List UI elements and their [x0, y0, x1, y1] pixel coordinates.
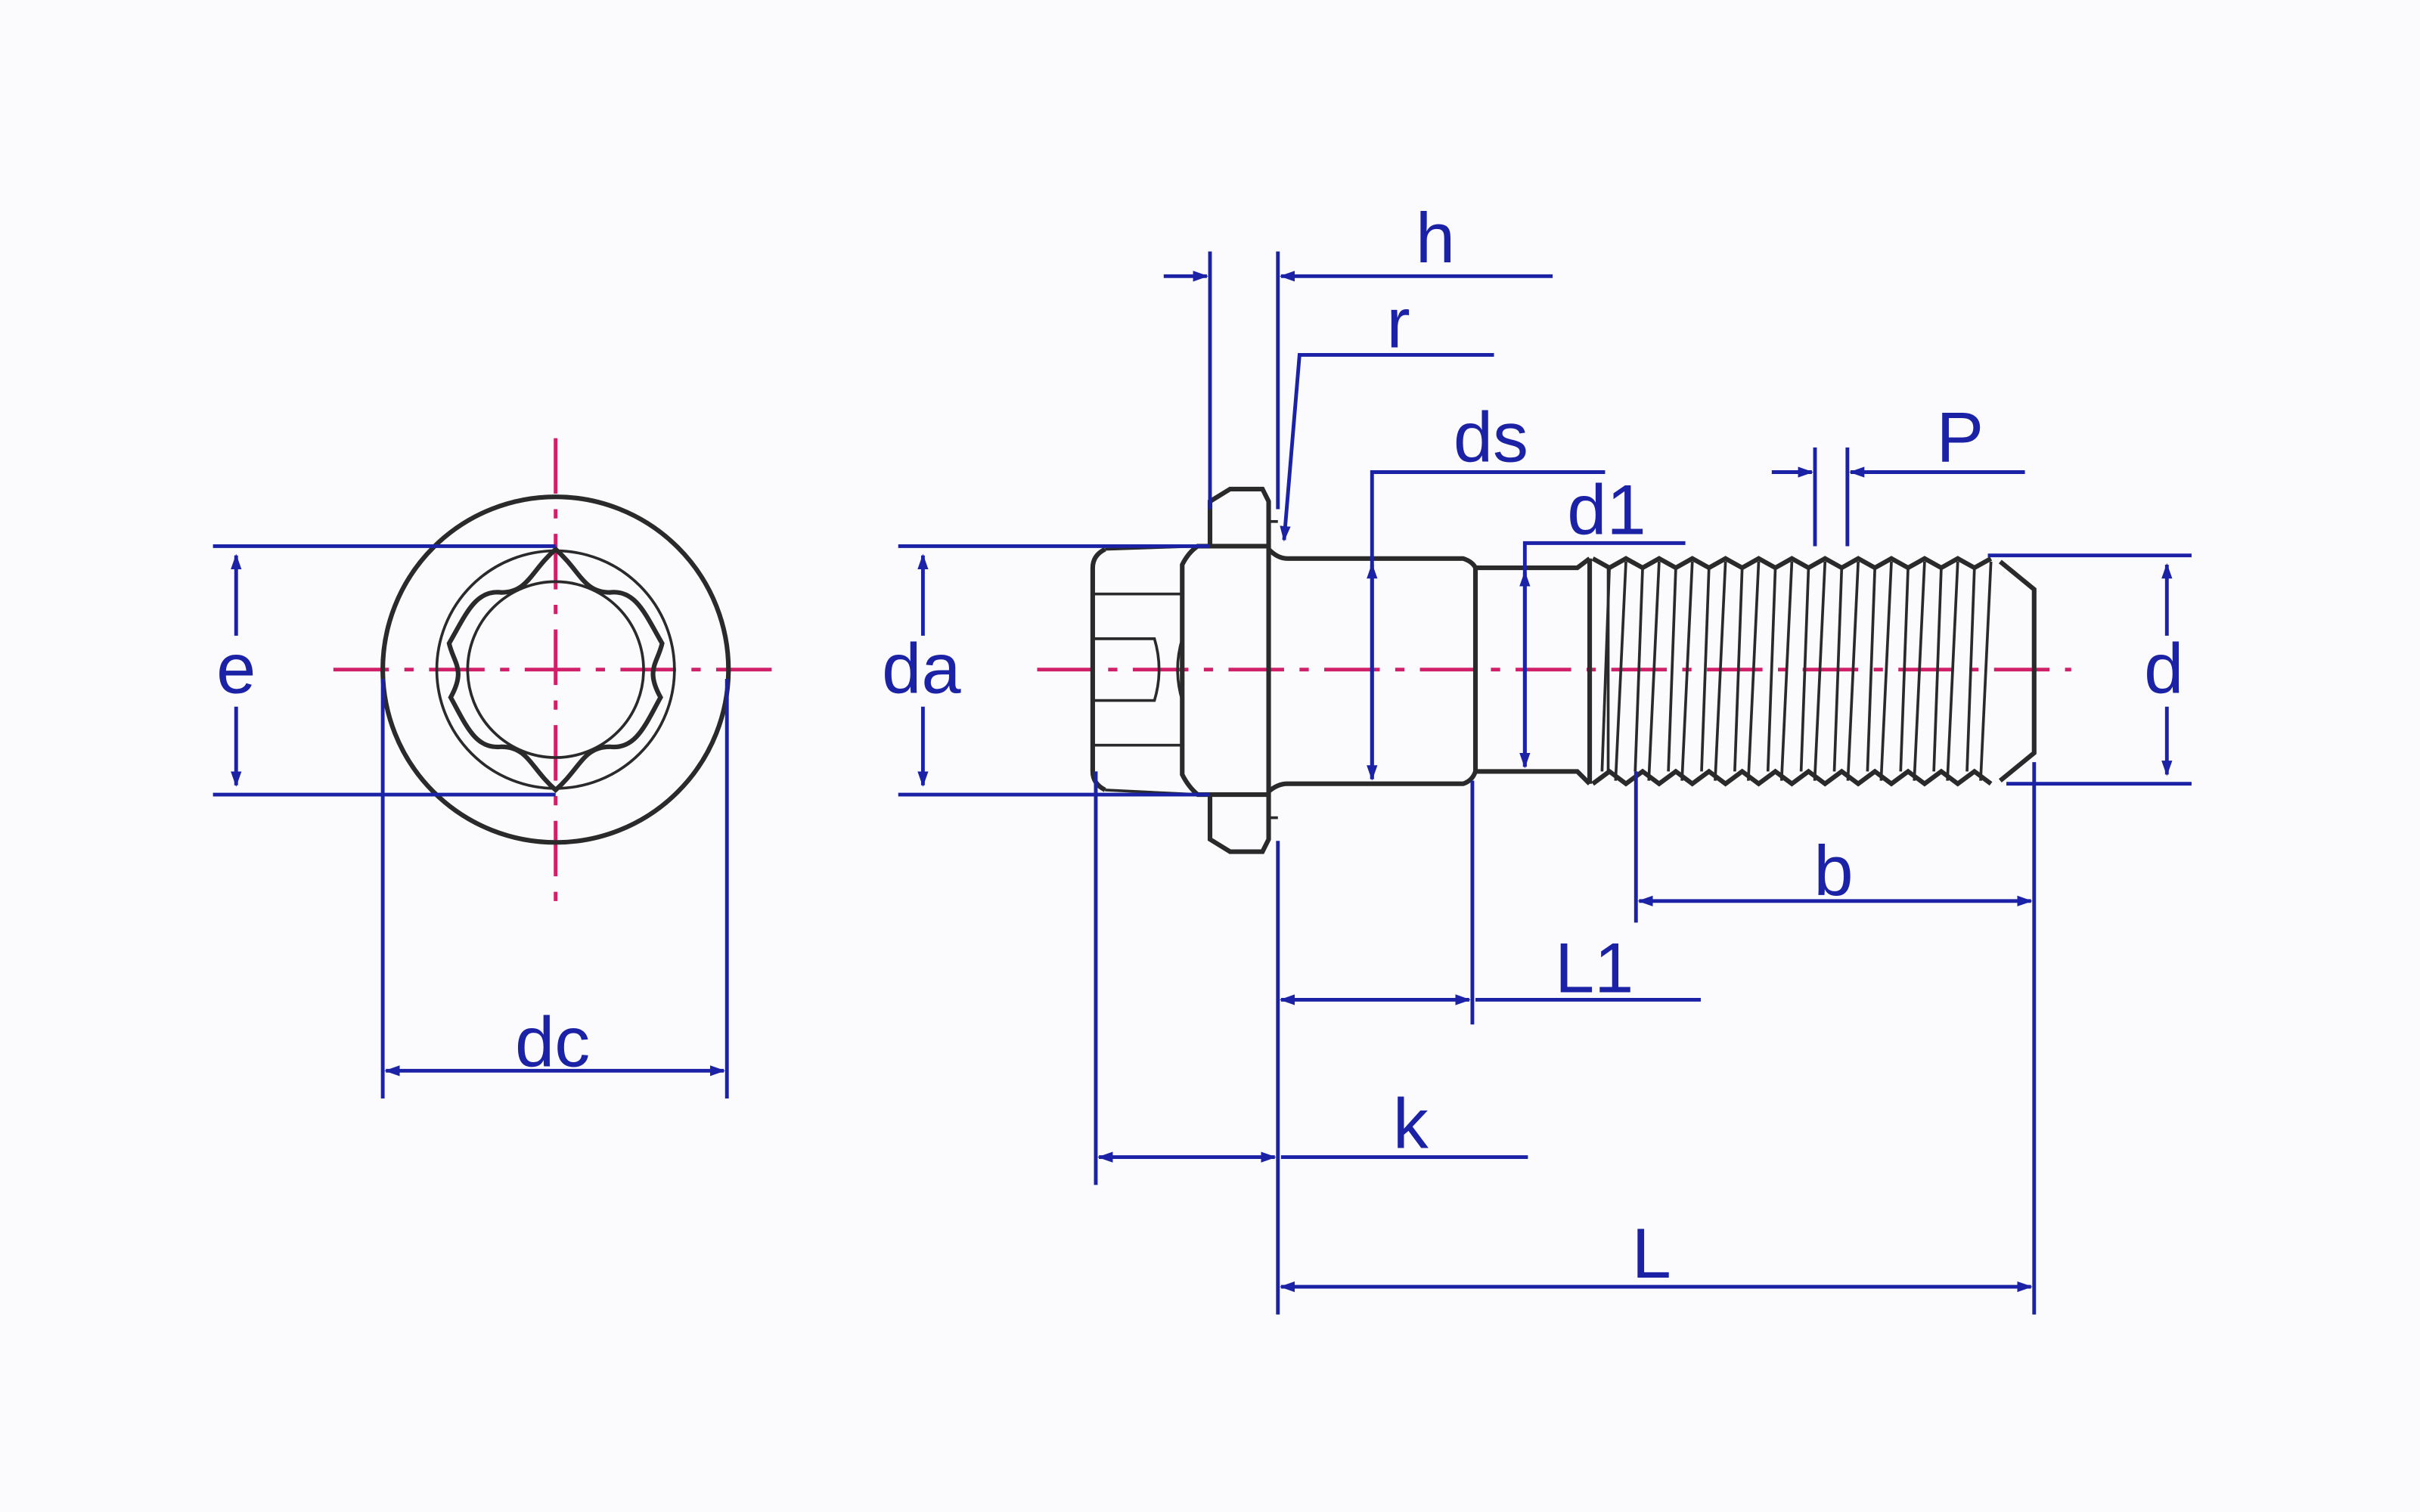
dimension-d: d	[1987, 553, 2192, 786]
bolt-neck	[1475, 556, 1592, 785]
bolt-head	[1090, 544, 1210, 798]
dimension-d1: d1	[1519, 469, 1686, 769]
label-dc: dc	[515, 1002, 590, 1082]
dimension-e: e	[213, 544, 556, 797]
bolt-thread	[1587, 556, 2037, 787]
dimension-b: b	[1634, 762, 2037, 1315]
label-h: h	[1416, 198, 1455, 277]
bolt-shank	[1267, 547, 1478, 794]
dimension-dc: dc	[380, 678, 729, 1099]
label-k: k	[1393, 1084, 1429, 1163]
label-da: da	[882, 629, 961, 708]
dimension-pitch: P	[1771, 398, 2025, 547]
torx-drive-icon	[446, 546, 665, 793]
label-b: b	[1813, 831, 1853, 910]
dimension-r: r	[1280, 283, 1494, 542]
dimension-k: k	[1094, 771, 1528, 1185]
label-p: P	[1937, 398, 1984, 477]
end-view	[333, 438, 784, 907]
dimension-ds: ds	[1367, 398, 1606, 781]
drive-recess-circle	[466, 580, 645, 759]
label-l1: L1	[1555, 928, 1634, 1008]
label-ds: ds	[1454, 398, 1528, 477]
label-r: r	[1386, 283, 1410, 362]
dimension-da: da	[882, 544, 1210, 797]
dimension-l: L	[1279, 1213, 2033, 1293]
label-d: d	[2144, 629, 2183, 708]
dimension-l1: L1	[1276, 780, 1701, 1315]
label-e: e	[216, 629, 256, 708]
side-view	[1037, 486, 2071, 854]
label-d1: d1	[1567, 469, 1646, 549]
flange-outer-circle	[380, 494, 731, 845]
label-l: L	[1632, 1213, 1671, 1293]
dimension-h: h	[1163, 198, 1553, 510]
